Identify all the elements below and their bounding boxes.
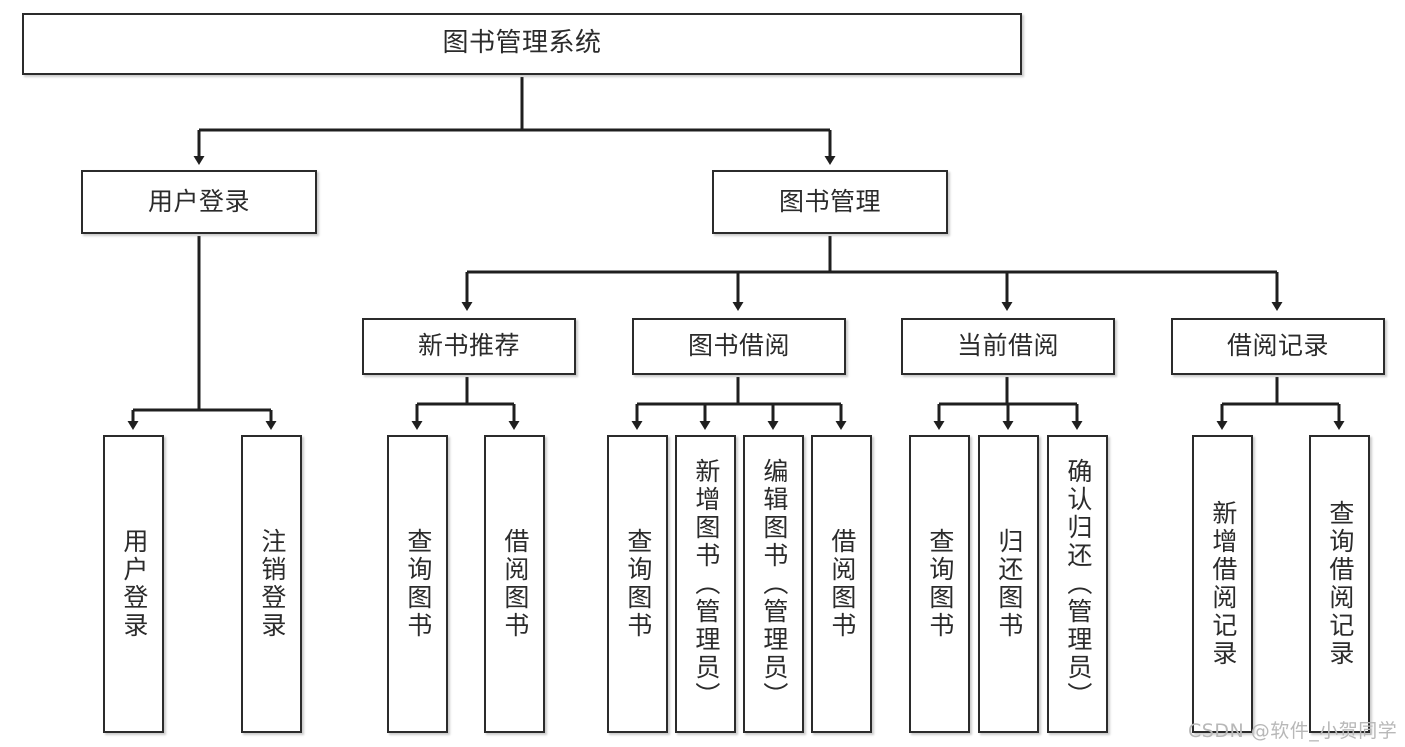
node-root-label: 图书管理系统 <box>442 28 602 59</box>
node-borrow-record-label: 借阅记录 <box>1226 331 1329 361</box>
node-new-book-recommend-label: 新书推荐 <box>417 331 520 361</box>
node-book-borrow[interactable]: 图书借阅 <box>632 318 846 375</box>
node-leaf-currentborrow-confirm-return[interactable]: 确认归还（管理员） <box>1047 435 1108 733</box>
node-leaf-newbook-query-book[interactable]: 查询图书 <box>387 435 448 733</box>
node-leaf-bookborrow-edit-book-label: 编辑图书（管理员） <box>759 458 789 710</box>
node-leaf-borrowrecord-query-record-label: 查询借阅记录 <box>1325 500 1355 668</box>
node-leaf-bookborrow-edit-book[interactable]: 编辑图书（管理员） <box>743 435 804 733</box>
node-leaf-newbook-query-book-label: 查询图书 <box>403 528 433 640</box>
node-leaf-borrowrecord-add-record[interactable]: 新增借阅记录 <box>1192 435 1253 733</box>
node-leaf-currentborrow-return-book[interactable]: 归还图书 <box>978 435 1039 733</box>
node-current-borrow[interactable]: 当前借阅 <box>901 318 1115 375</box>
node-leaf-newbook-borrow-book[interactable]: 借阅图书 <box>484 435 545 733</box>
node-leaf-currentborrow-query-book[interactable]: 查询图书 <box>909 435 970 733</box>
node-leaf-borrowrecord-query-record[interactable]: 查询借阅记录 <box>1309 435 1370 733</box>
node-leaf-newbook-borrow-book-label: 借阅图书 <box>500 528 530 640</box>
node-root[interactable]: 图书管理系统 <box>22 13 1022 75</box>
node-leaf-bookborrow-query-book-label: 查询图书 <box>623 528 653 640</box>
node-leaf-currentborrow-return-book-label: 归还图书 <box>994 528 1024 640</box>
node-leaf-borrowrecord-add-record-label: 新增借阅记录 <box>1208 500 1238 668</box>
node-leaf-bookborrow-add-book[interactable]: 新增图书（管理员） <box>675 435 736 733</box>
node-leaf-bookborrow-add-book-label: 新增图书（管理员） <box>691 458 721 710</box>
node-leaf-bookborrow-query-book[interactable]: 查询图书 <box>607 435 668 733</box>
node-current-borrow-label: 当前借阅 <box>956 331 1059 361</box>
node-book-manage[interactable]: 图书管理 <box>712 170 948 234</box>
node-leaf-logout-label: 注销登录 <box>257 528 287 640</box>
node-user-login-label: 用户登录 <box>147 186 250 216</box>
node-borrow-record[interactable]: 借阅记录 <box>1171 318 1385 375</box>
node-leaf-currentborrow-query-book-label: 查询图书 <box>925 528 955 640</box>
node-user-login[interactable]: 用户登录 <box>81 170 317 234</box>
node-new-book-recommend[interactable]: 新书推荐 <box>362 318 576 375</box>
node-book-manage-label: 图书管理 <box>778 186 881 216</box>
node-leaf-user-login-label: 用户登录 <box>119 528 149 640</box>
node-book-borrow-label: 图书借阅 <box>687 331 790 361</box>
node-leaf-logout[interactable]: 注销登录 <box>241 435 302 733</box>
node-leaf-bookborrow-borrow-book-label: 借阅图书 <box>827 528 857 640</box>
node-leaf-user-login[interactable]: 用户登录 <box>103 435 164 733</box>
node-leaf-currentborrow-confirm-return-label: 确认归还（管理员） <box>1063 458 1093 710</box>
node-leaf-bookborrow-borrow-book[interactable]: 借阅图书 <box>811 435 872 733</box>
